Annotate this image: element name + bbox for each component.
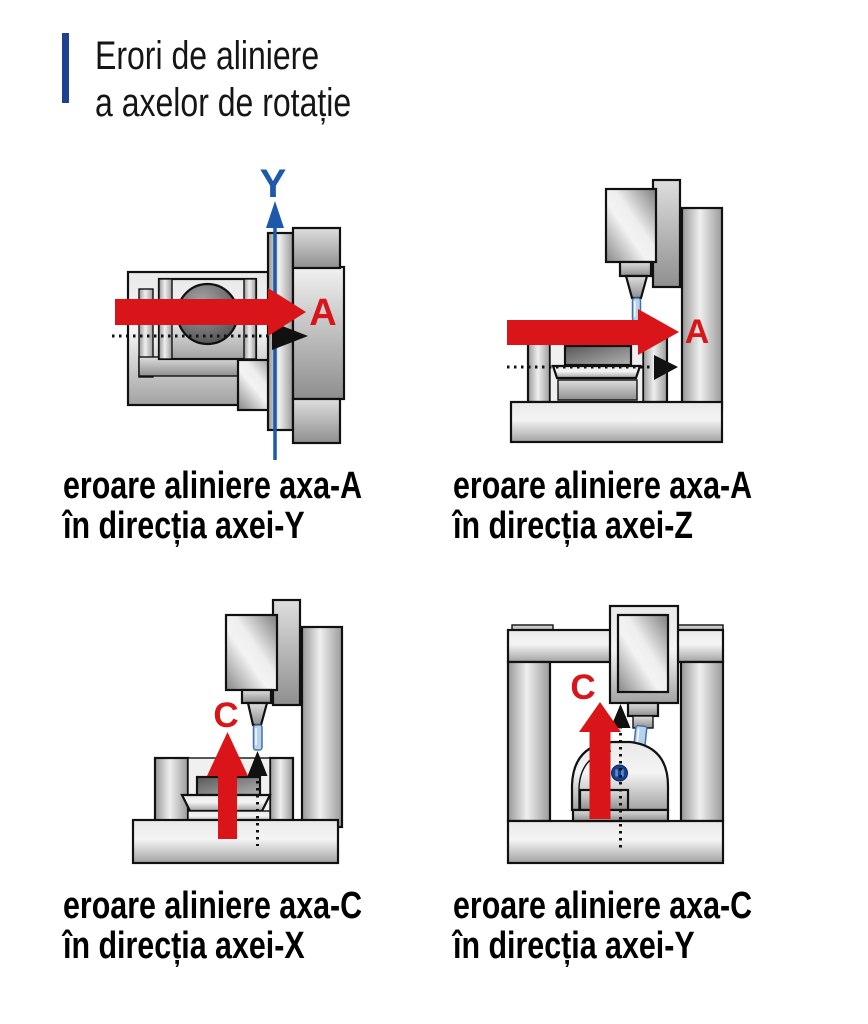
spindle-head: [224, 613, 279, 692]
a-axis-error-arrow: A: [507, 309, 709, 355]
y-axis-label: Y: [260, 162, 287, 206]
tool-icon: [252, 724, 263, 751]
table-right-wall: [268, 756, 295, 824]
red-arrowhead-icon: [268, 288, 306, 336]
figure-a-axis-z: A: [507, 178, 724, 444]
black-arrowhead-icon: [247, 751, 268, 776]
figure-c-axis-y: C: [506, 604, 725, 865]
red-arrow-body: [218, 775, 237, 839]
title-accent-bar: [62, 33, 69, 103]
caption-line: eroare aliniere axa-A: [63, 465, 363, 507]
c-axis-label: C: [570, 668, 595, 707]
spindle-neck: [626, 701, 660, 718]
red-arrow-body: [589, 731, 611, 819]
milling-machine: [509, 178, 724, 444]
tool-holder: [246, 701, 269, 727]
a-axis-error-arrow: A: [115, 288, 337, 336]
red-arrow-body: [507, 320, 638, 345]
c-axis-error-arrow: C: [207, 696, 248, 839]
gantry-machine: [506, 604, 725, 865]
nominal-axis-arrow: [112, 322, 308, 350]
c-pivot-icon: [611, 764, 628, 782]
caption-a-axis-y: eroare aliniere axa-A în direcția axei-Y: [63, 466, 362, 546]
faceplate-top-cap: [291, 226, 342, 270]
table-support: [557, 379, 638, 401]
tool-holder: [624, 274, 649, 300]
c-axis-error-arrow: C: [570, 668, 621, 819]
caption-line: în direcția axei-Y: [453, 925, 695, 967]
page-title-line2: a axelor de rotație: [95, 81, 352, 125]
caption-line: eroare aliniere axa-C: [453, 885, 753, 927]
z-slide: [651, 178, 682, 289]
workpiece: [563, 344, 633, 367]
spindle-neck: [240, 688, 273, 705]
cradle-floor: [551, 364, 642, 380]
red-arrowhead-icon: [579, 702, 621, 732]
a-axis-label: A: [309, 292, 336, 334]
machine-base: [506, 819, 725, 865]
red-arrowhead-icon: [207, 732, 248, 776]
figure-c-axis-x: C: [131, 598, 344, 865]
caption-line: în direcția axei-Y: [63, 505, 305, 547]
caption-line: în direcția axei-X: [63, 925, 305, 967]
rotary-table-machine: [126, 226, 346, 445]
figure-a-axis-y: Y A: [112, 162, 346, 460]
page-title: Erori de aliniere a axelor de rotație: [95, 33, 351, 127]
a-axis-label: A: [685, 313, 710, 351]
left-column: [506, 660, 552, 823]
caption-line: eroare aliniere axa-C: [63, 885, 363, 927]
spindle-head: [616, 613, 670, 694]
caption-c-axis-x: eroare aliniere axa-C în direcția axei-X: [63, 886, 362, 966]
red-arrowhead-icon: [638, 309, 679, 355]
y-axis-arrowhead-icon: [266, 201, 284, 228]
caption-line: în direcția axei-Z: [453, 505, 693, 547]
faceplate-bottom-cap: [291, 397, 342, 445]
caption-a-axis-z: eroare aliniere axa-A în direcția axei-Z: [453, 466, 752, 546]
spindle-head: [604, 187, 658, 264]
spindle-neck: [618, 260, 653, 278]
black-arrowhead-icon: [610, 704, 631, 728]
machine-base: [509, 400, 724, 444]
nominal-axis-arrow: [610, 704, 631, 848]
c-axis-label: C: [213, 696, 238, 735]
page-title-line1: Erori de aliniere: [95, 34, 320, 78]
black-arrowhead-icon: [654, 355, 678, 380]
table-left-wall: [153, 756, 190, 824]
caption-line: eroare aliniere axa-A: [453, 465, 753, 507]
red-arrow-body: [115, 299, 268, 325]
black-arrowhead-icon: [272, 322, 308, 350]
nominal-axis-arrow: [507, 355, 678, 380]
machine-column: [680, 206, 724, 410]
caption-c-axis-y: eroare aliniere axa-C în direcția axei-Y: [453, 886, 752, 966]
nominal-axis-arrow: [247, 751, 268, 846]
machine-column: [300, 625, 344, 829]
right-column: [679, 660, 725, 823]
